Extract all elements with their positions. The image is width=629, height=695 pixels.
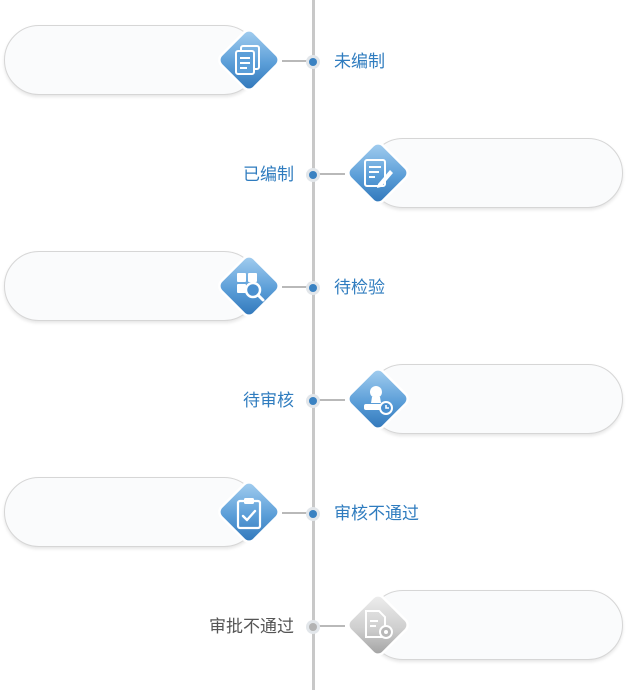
timeline-dot [306, 620, 320, 634]
step-label: 审批不通过 [209, 617, 294, 637]
stamp-clock-icon [347, 368, 409, 430]
timeline-step: 待审核 [0, 362, 629, 442]
step-card[interactable] [368, 138, 623, 208]
inspect-search-icon [218, 255, 280, 317]
step-connector [315, 173, 345, 175]
step-card[interactable] [368, 590, 623, 660]
step-card[interactable] [4, 477, 259, 547]
timeline-dot [306, 281, 320, 295]
edit-document-icon [347, 142, 409, 204]
document-gear-icon [347, 594, 409, 656]
step-diamond [215, 478, 283, 546]
step-diamond [344, 365, 412, 433]
timeline-line [312, 0, 315, 690]
timeline-step: 未编制 [0, 23, 629, 103]
timeline-step: 待检验 [0, 249, 629, 329]
step-connector [282, 60, 312, 62]
timeline-dot [306, 55, 320, 69]
timeline-dot [306, 507, 320, 521]
timeline-step: 已编制 [0, 136, 629, 216]
step-label: 已编制 [243, 165, 294, 185]
step-diamond [215, 252, 283, 320]
step-connector [315, 399, 345, 401]
documents-icon [218, 29, 280, 91]
clipboard-check-icon [218, 481, 280, 543]
step-connector [315, 625, 345, 627]
step-label: 待检验 [334, 278, 385, 298]
step-card[interactable] [4, 251, 259, 321]
timeline-dot [306, 168, 320, 182]
step-diamond [344, 139, 412, 207]
step-diamond [344, 591, 412, 659]
step-connector [282, 512, 312, 514]
timeline-step: 审批不通过 [0, 588, 629, 668]
timeline-dot [306, 394, 320, 408]
step-connector [282, 286, 312, 288]
timeline-step: 审核不通过 [0, 475, 629, 555]
step-diamond [215, 26, 283, 94]
step-card[interactable] [4, 25, 259, 95]
step-label: 待审核 [243, 391, 294, 411]
step-label: 未编制 [334, 52, 385, 72]
step-label: 审核不通过 [334, 504, 419, 524]
step-card[interactable] [368, 364, 623, 434]
